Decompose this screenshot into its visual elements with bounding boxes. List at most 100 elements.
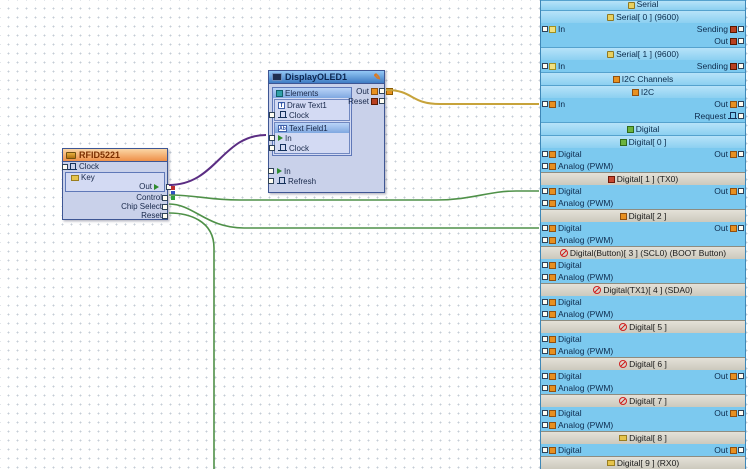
board-pin-left[interactable] xyxy=(542,262,548,268)
board-section-header[interactable]: Digital[ 2 ] xyxy=(541,209,745,222)
board-pin-right[interactable] xyxy=(738,151,744,157)
board-pin-right[interactable] xyxy=(738,373,744,379)
oled-elements-group[interactable]: Elements Draw Text1 Clock Text Field1 xyxy=(269,87,352,156)
board-pin-left[interactable] xyxy=(542,385,548,391)
board-pin-left[interactable] xyxy=(542,410,548,416)
board-pin-row[interactable]: Analog (PWM) xyxy=(541,345,745,357)
rfid-reset-row[interactable]: Reset xyxy=(63,211,168,220)
board-pin-row[interactable]: Digital xyxy=(541,333,745,345)
rfid-control-pin[interactable] xyxy=(162,194,168,201)
text-field-element[interactable]: Text Field1 In Clock xyxy=(269,122,350,154)
board-pin-left[interactable] xyxy=(542,163,548,169)
board-section-header[interactable]: Digital[ 5 ] xyxy=(541,320,745,333)
board-section-header[interactable]: Digital(TX1)[ 4 ] (SDA0) xyxy=(541,283,745,296)
oled-in-pin[interactable] xyxy=(268,168,274,174)
oled-out-pin[interactable] xyxy=(379,88,385,94)
edit-pencil-icon[interactable]: ✎ xyxy=(373,71,381,82)
board-pin-left[interactable] xyxy=(542,26,548,32)
component-rfid5221[interactable]: RFID5221 Clock Key Out Control Chip Sele… xyxy=(62,148,175,220)
oled-reset-row[interactable]: Reset xyxy=(342,96,385,106)
board-section-header[interactable]: I2C xyxy=(541,85,745,98)
text-field-clock-pin[interactable] xyxy=(269,145,275,151)
board-pin-right[interactable] xyxy=(738,26,744,32)
board-pin-left[interactable] xyxy=(542,225,548,231)
board-section-header[interactable]: Digital[ 0 ] xyxy=(541,135,745,148)
board-pin-right[interactable] xyxy=(738,447,744,453)
rfid-clock-row[interactable]: Clock xyxy=(62,162,167,171)
rfid-clock-pin[interactable] xyxy=(62,163,68,170)
board-pin-left[interactable] xyxy=(542,63,548,69)
component-displayoled1[interactable]: DisplayOLED1 ✎ Elements Draw Text1 Clock xyxy=(268,70,393,193)
board-pin-left[interactable] xyxy=(542,422,548,428)
board-pin-row[interactable]: Analog (PWM) xyxy=(541,308,745,320)
board-section-header[interactable]: Serial[ 1 ] (9600) xyxy=(541,47,745,60)
board-pin-row[interactable]: Digital xyxy=(541,259,745,271)
board-pin-right[interactable] xyxy=(738,225,744,231)
oled-refresh-row[interactable]: Refresh xyxy=(268,176,342,186)
board-pin-left[interactable] xyxy=(542,311,548,317)
oled-elements-header[interactable]: Elements xyxy=(273,88,351,98)
oled-refresh-pin[interactable] xyxy=(268,178,274,184)
draw-text-clock-pin[interactable] xyxy=(269,112,275,118)
board-pin-right[interactable] xyxy=(738,101,744,107)
board-pin-left[interactable] xyxy=(542,336,548,342)
board-section-header[interactable]: Digital[ 1 ] (TX0) xyxy=(541,172,745,185)
draw-text-clock-row[interactable]: Clock xyxy=(269,110,349,120)
rfid-chip-select-pin[interactable] xyxy=(162,203,168,210)
oled-in-row[interactable]: In xyxy=(268,166,342,176)
board-pin-row[interactable]: Analog (PWM) xyxy=(541,419,745,431)
board-pin-left[interactable] xyxy=(542,237,548,243)
rfid-key-group[interactable]: Key Out xyxy=(65,172,172,192)
board-pin-row[interactable]: Analog (PWM) xyxy=(541,160,745,172)
board-pin-row[interactable]: Request xyxy=(541,110,745,122)
board-pin-right[interactable] xyxy=(738,63,744,69)
board-section-header[interactable]: Digital[ 6 ] xyxy=(541,357,745,370)
board-pin-left[interactable] xyxy=(542,200,548,206)
board-section-header[interactable]: I2C Channels xyxy=(541,72,745,85)
board-pin-left[interactable] xyxy=(542,447,548,453)
draw-text-element[interactable]: Draw Text1 Clock xyxy=(269,99,350,121)
rfid-control-row[interactable]: Control xyxy=(63,193,168,202)
board-pin-row[interactable]: Analog (PWM) xyxy=(541,271,745,283)
board-section-header[interactable]: Digital[ 9 ] (RX0) xyxy=(541,456,745,469)
board-section-header[interactable]: Digital[ 8 ] xyxy=(541,431,745,444)
board-pin-row[interactable]: Analog (PWM) xyxy=(541,382,745,394)
board-pin-row[interactable]: Out xyxy=(541,35,745,47)
board-section-header[interactable]: Digital xyxy=(541,122,745,135)
board-section-header[interactable]: Digital(Button)[ 3 ] (SCL0) (BOOT Button… xyxy=(541,246,745,259)
board-pin-left[interactable] xyxy=(542,188,548,194)
board-pin-left[interactable] xyxy=(542,274,548,280)
rfid-key-out-row[interactable]: Out xyxy=(66,182,172,191)
board-pin-right[interactable] xyxy=(738,113,744,119)
oled-reset-pin[interactable] xyxy=(379,98,385,104)
board-section-header[interactable]: Serial xyxy=(541,0,745,10)
board-pin-row[interactable]: Digital xyxy=(541,296,745,308)
text-field-row[interactable]: Text Field1 xyxy=(275,123,349,133)
board-pin-left[interactable] xyxy=(542,299,548,305)
text-field-in-row[interactable]: In xyxy=(269,133,349,143)
board-pin-left[interactable] xyxy=(542,101,548,107)
board-section-header[interactable]: Serial[ 0 ] (9600) xyxy=(541,10,745,23)
board-pin-left[interactable] xyxy=(542,151,548,157)
board-pin-right[interactable] xyxy=(738,38,744,44)
text-field-in-pin[interactable] xyxy=(269,135,275,141)
board-pin-right[interactable] xyxy=(738,188,744,194)
board-pin-right[interactable] xyxy=(738,410,744,416)
rfid-chip-select-row[interactable]: Chip Select xyxy=(63,202,168,211)
rfid-reset-pin[interactable] xyxy=(162,212,168,219)
board-pin-left[interactable] xyxy=(542,348,548,354)
oled-out-row[interactable]: Out xyxy=(342,86,385,96)
board-pin-row[interactable]: Analog (PWM) xyxy=(541,234,745,246)
text-field-clock-row[interactable]: Clock xyxy=(269,143,349,153)
board-pin-left[interactable] xyxy=(542,373,548,379)
board-pin-row[interactable]: Analog (PWM) xyxy=(541,197,745,209)
